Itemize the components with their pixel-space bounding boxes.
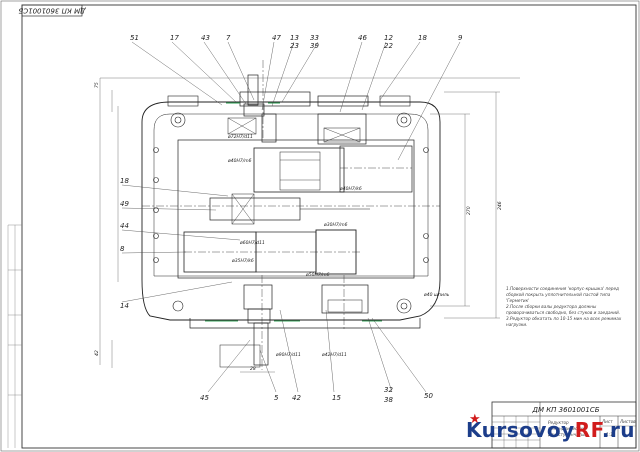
callout-8: 8 — [120, 245, 125, 253]
fit-label: ø40H7/k6 — [339, 186, 362, 192]
callout-44: 44 — [120, 222, 129, 230]
callout-23: 23 — [290, 42, 299, 50]
fit-label: ø42H7/d11 — [321, 352, 347, 358]
title-line: Редуктор — [548, 420, 569, 425]
callout-15: 15 — [332, 394, 341, 402]
binding-strip — [7, 224, 22, 448]
dimension-values: 270 246 75 42 28 — [94, 82, 503, 372]
title-doc-code: ДМ КП 3601001СБ — [531, 406, 599, 414]
callout-12: 12 — [384, 34, 393, 42]
title-sheets-label: Листов — [619, 419, 636, 424]
callouts-bottom: 45 5 42 15 32 38 50 — [200, 386, 433, 404]
gear-train — [183, 145, 413, 275]
title-block — [491, 401, 637, 449]
sheet-inner-frame — [21, 4, 637, 449]
callout-17: 17 — [170, 34, 179, 42]
dimension-28: 28 — [250, 366, 256, 372]
dimension-42: 42 — [94, 350, 100, 356]
star-icon: ★ — [469, 412, 482, 427]
callout-49: 49 — [120, 200, 129, 208]
callout-9: 9 — [458, 34, 463, 42]
dimension-lines — [99, 77, 520, 373]
callout-32: 32 — [384, 386, 393, 394]
callouts-left: 18 49 44 8 14 — [120, 177, 129, 310]
watermark-logo: ★ KursovoyRF.ru — [466, 412, 636, 448]
gearbox-housing — [141, 91, 441, 329]
callout-46: 46 — [358, 34, 367, 42]
callout-18-left: 18 — [120, 177, 129, 185]
note-line: 'Герметик' — [506, 298, 529, 303]
callout-39: 39 — [310, 42, 319, 50]
callout-33: 33 — [310, 34, 319, 42]
dimension-75: 75 — [94, 82, 100, 88]
output-shaft-assembly — [219, 60, 369, 370]
watermark-accent: RF — [574, 418, 602, 442]
callout-22: 22 — [384, 42, 393, 50]
note-line: 2.После сборки валы редуктора должны — [506, 304, 597, 309]
note-line: 1.Поверхности соединения 'корпус-крышка'… — [506, 286, 619, 291]
title-line: цилиндрический — [548, 426, 586, 431]
callout-5: 5 — [274, 394, 279, 402]
note-line: сборкой покрыть уплотнительной пастой ти… — [506, 292, 611, 297]
callouts-top: 51 17 43 7 47 13 23 33 39 46 12 22 18 9 — [130, 34, 463, 50]
fit-label: ø60H7/d11 — [239, 240, 265, 246]
fit-label: ø72H7/d11 — [227, 134, 253, 140]
callout-45: 45 — [200, 394, 209, 402]
callout-13: 13 — [290, 34, 299, 42]
callout-51: 51 — [130, 34, 139, 42]
title-sheet-label: Лист — [601, 419, 613, 424]
fit-label: ø30H7/m6 — [323, 222, 348, 228]
title-line: двухступенчатый — [547, 432, 587, 437]
callout-leaders — [121, 41, 461, 393]
note-line: 3.Редуктор обкатать по 10-15 мин на всех… — [506, 316, 622, 321]
fit-label: ø40H7/m6 — [227, 158, 252, 164]
callout-14: 14 — [120, 302, 129, 310]
callout-18: 18 — [418, 34, 427, 42]
title-scale: 1:1 — [606, 432, 613, 437]
watermark-suffix: .ru — [601, 418, 636, 442]
seal-traces — [205, 102, 382, 322]
fit-label: ø90H7/d11 — [275, 352, 301, 358]
fit-annotations: ø72H7/d11 ø40H7/m6 ø40H7/k6 ø30H7/m6 ø60… — [227, 134, 450, 358]
callout-50: 50 — [424, 392, 433, 400]
rotated-code-box: ДМ КП 3601001СБ — [18, 4, 87, 17]
callout-7: 7 — [226, 34, 231, 42]
callout-43: 43 — [201, 34, 210, 42]
input-shaft-assembly — [227, 74, 367, 145]
callout-47: 47 — [272, 34, 281, 42]
note-line: проворачиваться свободно, без стуков и з… — [506, 310, 620, 315]
technical-notes: 1.Поверхности соединения 'корпус-крышка'… — [506, 286, 622, 327]
dimension-270: 270 — [466, 206, 472, 215]
fit-label: ø40 шпиль — [423, 292, 450, 298]
callout-42: 42 — [292, 394, 301, 402]
watermark-text: Kursovoy — [466, 418, 575, 442]
fit-label: ø35H7/k6 — [231, 258, 254, 264]
rotated-doc-code: ДМ КП 3601001СБ — [18, 7, 86, 15]
callout-38: 38 — [384, 396, 393, 404]
note-line: нагрузки. — [506, 322, 527, 327]
fit-label: ø50H7/m6 — [305, 272, 330, 278]
dimension-246: 246 — [497, 201, 503, 210]
